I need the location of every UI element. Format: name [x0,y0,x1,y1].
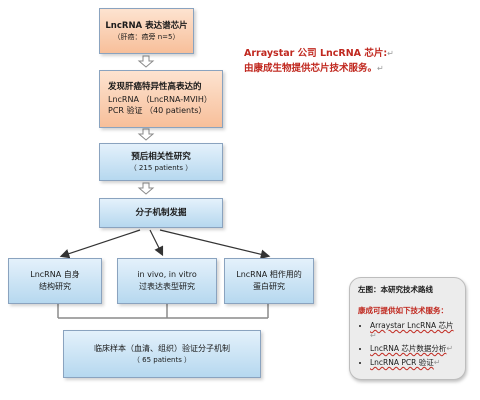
down-arrow-3 [137,182,155,195]
structure-line1: LncRNA 自身 [30,270,80,280]
chip-sample: （肝癌：癌旁 n=5） [113,33,180,42]
mechanism-title: 分子机制发掘 [135,207,187,218]
legend-subtitle: 康成可提供如下技术服务： [358,306,448,315]
structure-line2: 结构研究 [39,282,71,291]
branch-arrow-left [59,229,141,259]
expression-line2: 过表达表型研究 [139,282,195,291]
protein-line1: LncRNA 相作用的 [236,270,302,280]
clinical-patients: （ 65 patients ） [132,355,192,364]
legend-item: LncRNA PCR 验证↵ [370,357,457,368]
chip-title: LncRNA 表达谱芯片 [105,20,188,31]
legend-title: 左图：本研究技术路线 [358,285,433,294]
clinical-line1: 临床样本（血清、组织）验证分子机制 [94,344,230,354]
legend-list: Arraystar LncRNA 芯片↵ LncRNA 芯片数据分析↵ LncR… [358,320,457,368]
legend-item: Arraystar LncRNA 芯片↵ [370,320,457,340]
note-line2: 由康成生物提供芯片技术服务。 [244,63,378,75]
note-line1: Arraystar 公司 LncRNA 芯片: [244,48,388,59]
box-expression: in vivo, in vitro 过表达表型研究 [117,258,217,304]
box-mechanism: 分子机制发掘 [99,198,223,228]
branch-arrow-right [159,229,271,259]
service-legend: 左图：本研究技术路线 康成可提供如下技术服务： Arraystar LncRNA… [349,277,466,380]
discover-line3: PCR 验证 （40 patients） [108,106,207,116]
box-lncrna-chip: LncRNA 表达谱芯片 （肝癌：癌旁 n=5） [99,8,194,54]
protein-line2: 蛋白研究 [253,282,285,291]
legend-item: LncRNA 芯片数据分析↵ [370,343,457,354]
box-protein: LncRNA 相作用的 蛋白研究 [224,258,314,304]
arraystar-note: Arraystar 公司 LncRNA 芯片:↵ 由康成生物提供芯片技术服务。↵ [244,48,394,75]
box-clinical: 临床样本（血清、组织）验证分子机制 （ 65 patients ） [63,330,261,378]
down-arrow-1 [137,55,155,68]
down-arrow-2 [137,128,155,141]
box-structure: LncRNA 自身 结构研究 [8,258,102,304]
merge-bracket [57,304,269,319]
box-discover-lncrna: 发现肝癌特异性高表达的 LncRNA （LncRNA-MVIH） PCR 验证 … [99,70,223,128]
expression-line1: in vivo, in vitro [137,270,197,280]
discover-line2: LncRNA （LncRNA-MVIH） [108,94,212,104]
prognosis-patients: （ 215 patients ） [129,164,193,173]
box-prognosis: 预后相关性研究 （ 215 patients ） [99,143,223,181]
discover-line1: 发现肝癌特异性高表达的 [108,82,202,93]
prognosis-title: 预后相关性研究 [131,151,191,162]
branch-arrow-center [149,229,164,257]
